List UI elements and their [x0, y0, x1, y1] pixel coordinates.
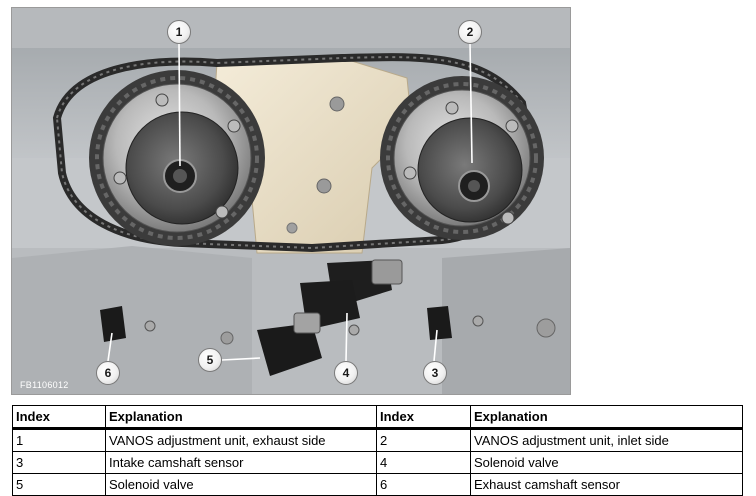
- header-index: Index: [376, 405, 471, 430]
- index-cell: 6: [376, 473, 471, 496]
- engine-illustration: [12, 8, 570, 394]
- index-cell: 1: [12, 428, 106, 452]
- legend-header-row: Index Explanation Index Explanation: [12, 405, 743, 430]
- index-cell: 5: [12, 473, 106, 496]
- engine-photo: 1 2 3 4 5 6 FB1106012: [11, 7, 571, 395]
- header-explanation: Explanation: [105, 405, 377, 430]
- header-index: Index: [12, 405, 106, 430]
- table-row: 1 VANOS adjustment unit, exhaust side 2 …: [12, 428, 743, 452]
- callout-4: 4: [334, 361, 358, 385]
- header-explanation: Explanation: [470, 405, 743, 430]
- table-row: 3 Intake camshaft sensor 4 Solenoid valv…: [12, 451, 743, 474]
- callout-1: 1: [167, 20, 191, 44]
- explanation-cell: Solenoid valve: [105, 473, 377, 496]
- explanation-cell: Intake camshaft sensor: [105, 451, 377, 474]
- explanation-cell: VANOS adjustment unit, inlet side: [470, 428, 743, 452]
- callout-3: 3: [423, 361, 447, 385]
- index-cell: 2: [376, 428, 471, 452]
- explanation-cell: Exhaust camshaft sensor: [470, 473, 743, 496]
- callout-2: 2: [458, 20, 482, 44]
- callout-6: 6: [96, 361, 120, 385]
- explanation-cell: Solenoid valve: [470, 451, 743, 474]
- table-row: 5 Solenoid valve 6 Exhaust camshaft sens…: [12, 473, 743, 496]
- index-cell: 3: [12, 451, 106, 474]
- explanation-cell: VANOS adjustment unit, exhaust side: [105, 428, 377, 452]
- legend-table: Index Explanation Index Explanation 1 VA…: [12, 405, 743, 496]
- image-id-label: FB1106012: [20, 380, 69, 390]
- callout-5: 5: [198, 348, 222, 372]
- index-cell: 4: [376, 451, 471, 474]
